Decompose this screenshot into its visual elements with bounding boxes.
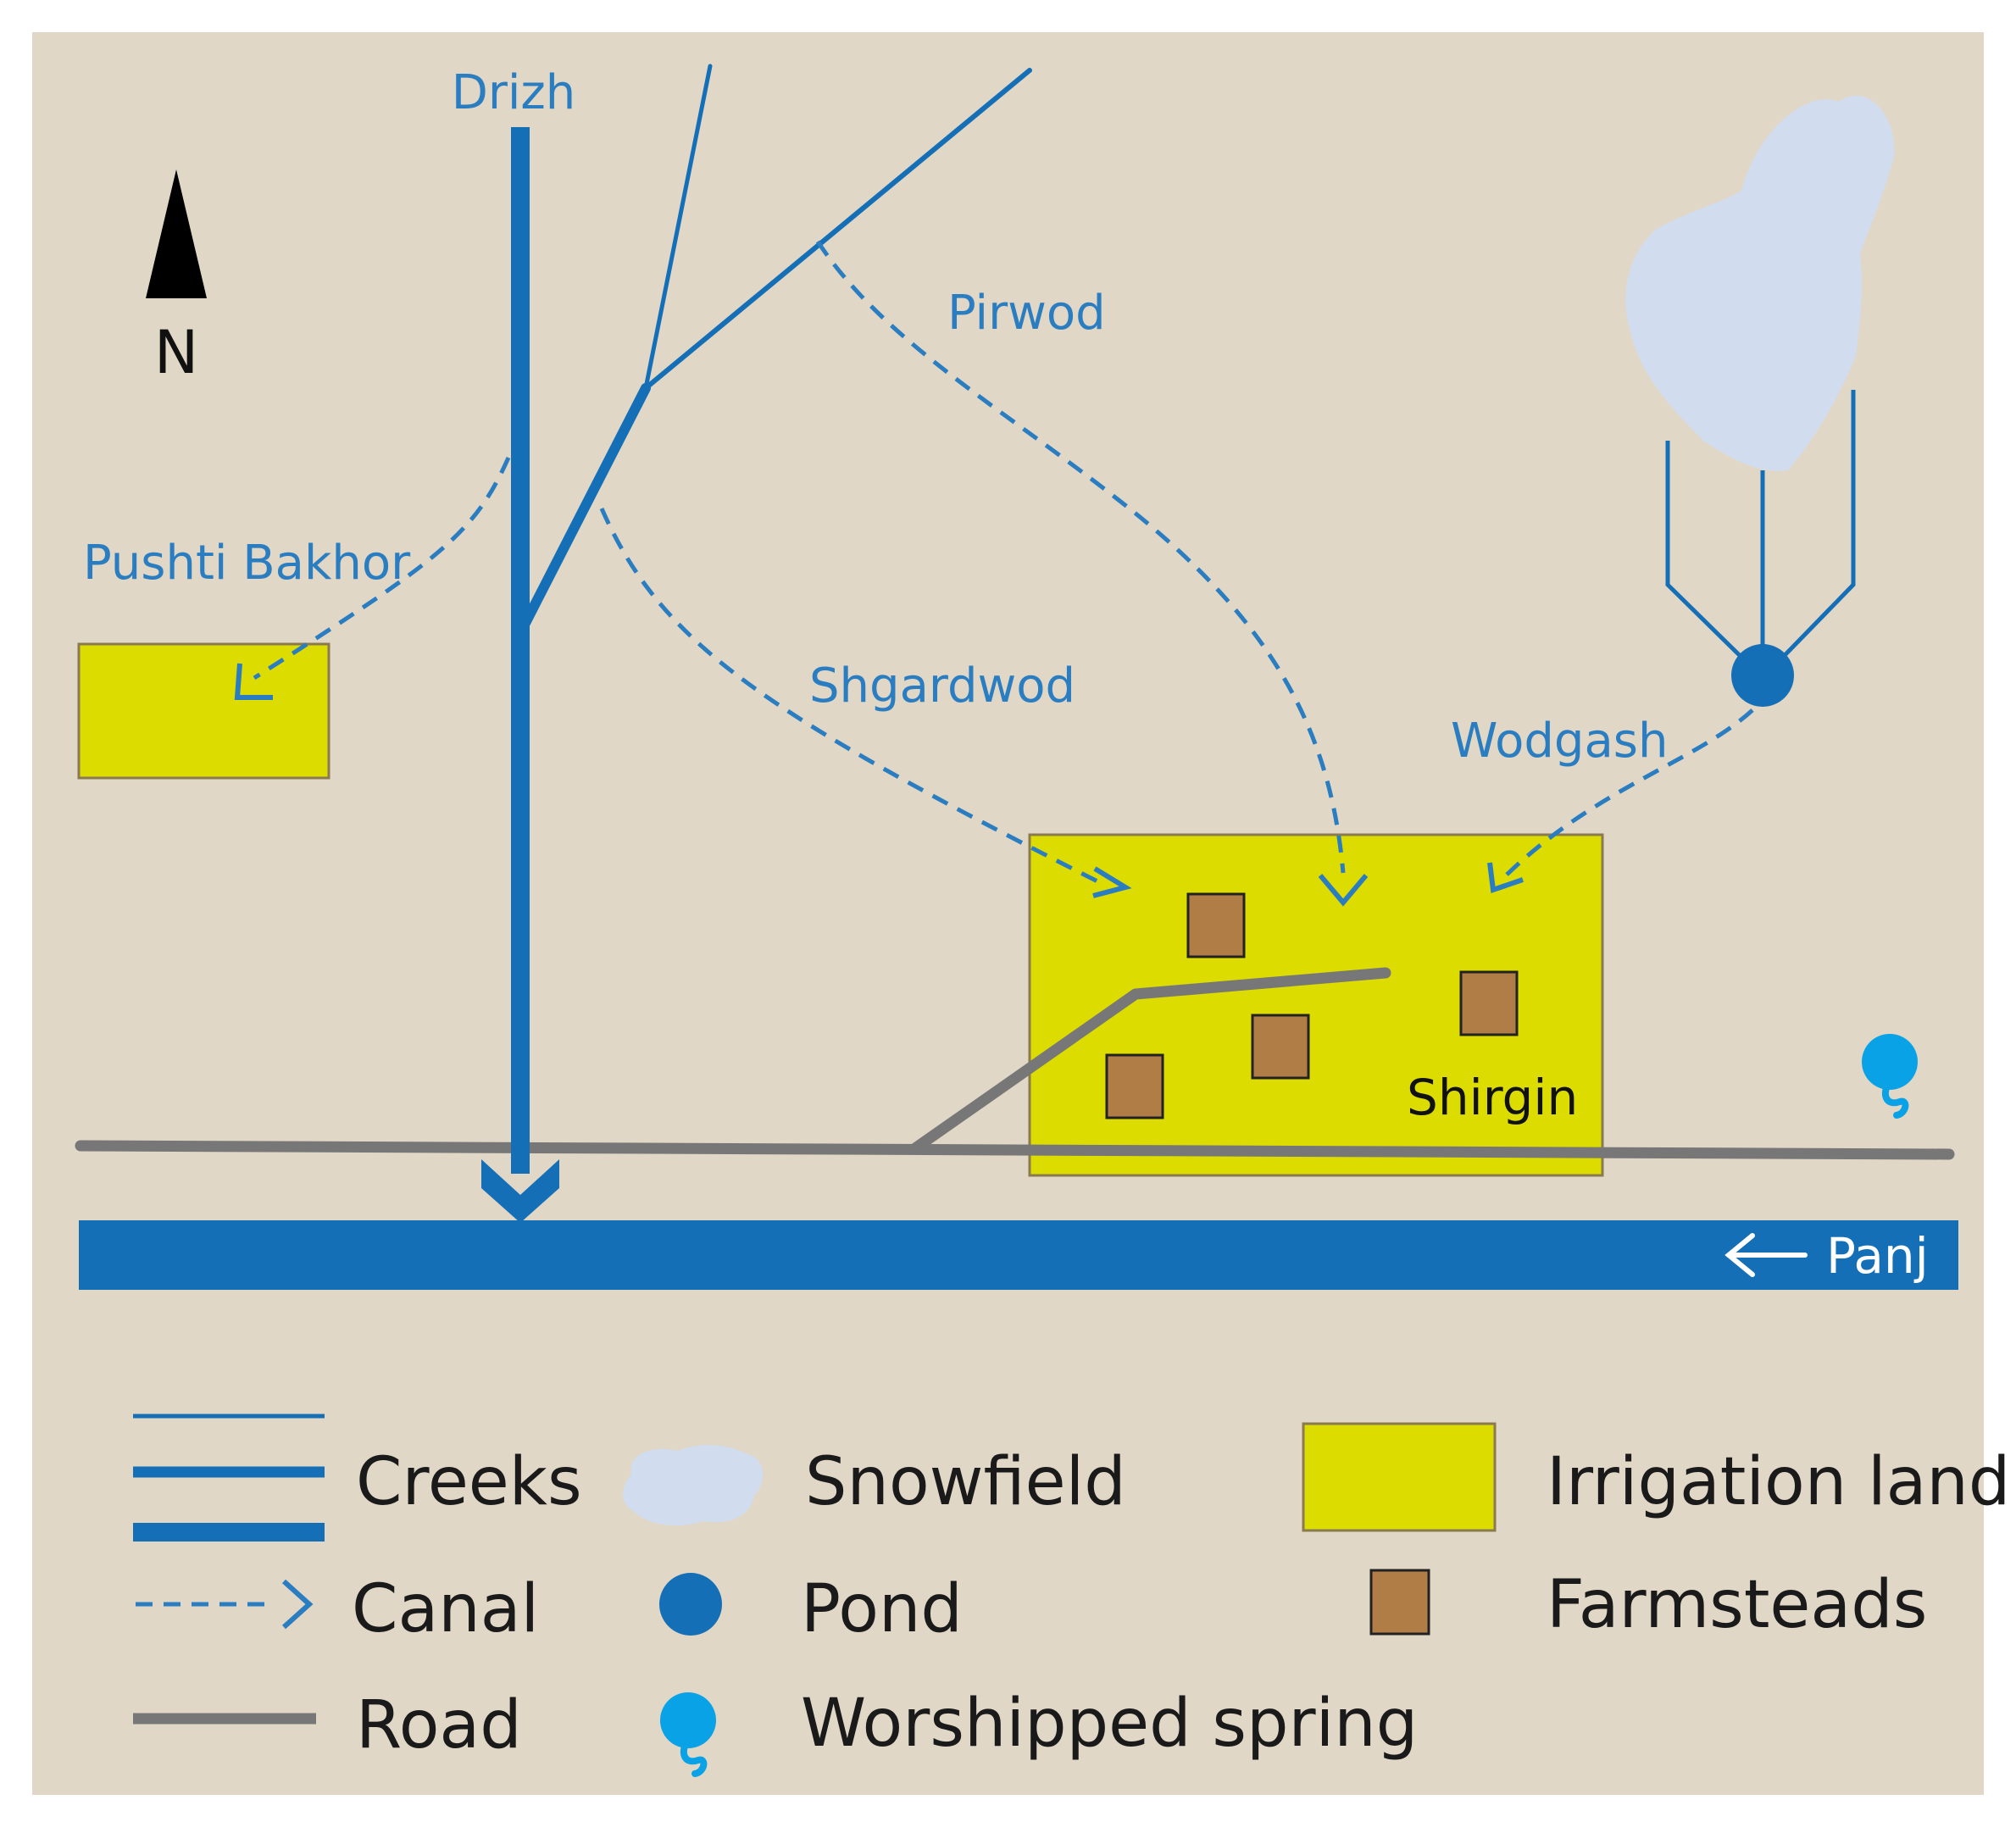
legend-worshipped-spring-icon xyxy=(660,1692,716,1777)
canals xyxy=(253,240,1754,884)
worshipped-spring-icon xyxy=(1862,1034,1918,1119)
roads xyxy=(75,967,1955,1160)
wodgash-label: Wodgash xyxy=(1451,714,1668,769)
legend-irrigation-land-label: Irrigation land xyxy=(1547,1444,2010,1520)
farmsteads xyxy=(1105,892,1519,1119)
village-road xyxy=(909,967,1391,1154)
legend-irrigation-land-symbol xyxy=(1302,1422,1497,1532)
panj-river xyxy=(79,1220,1958,1290)
legend-road-label: Road xyxy=(356,1687,522,1764)
north-label: N xyxy=(154,318,198,387)
farmstead xyxy=(1251,1014,1310,1080)
legend-canal-symbol xyxy=(136,1579,314,1630)
legend-farmsteads-symbol xyxy=(1369,1569,1430,1636)
farmstead xyxy=(1459,970,1519,1036)
chevron-arrow-icon xyxy=(1487,862,1524,894)
chevron-arrow-icon xyxy=(234,663,273,700)
legend-pond-label: Pond xyxy=(801,1571,963,1647)
drizh-creek xyxy=(481,127,559,1223)
drizh-label: Drizh xyxy=(452,65,576,120)
pirwod-label: Pirwod xyxy=(947,286,1106,341)
farmstead xyxy=(1186,892,1246,958)
canal-shgardwod xyxy=(599,507,1099,884)
canal-pushti-bakhor xyxy=(253,456,511,680)
legend-farmsteads-label: Farmsteads xyxy=(1547,1567,1927,1643)
shirgin-label: Shirgin xyxy=(1407,1069,1578,1126)
canal-pirwod xyxy=(815,240,1346,874)
canal-wodgash xyxy=(1498,708,1754,883)
irrigation-land-pushti-bakhor xyxy=(77,642,330,780)
main-road xyxy=(75,1140,1955,1160)
legend-creeks-symbol xyxy=(133,1414,325,1541)
pond xyxy=(1731,644,1794,707)
legend-snowfield-symbol xyxy=(623,1444,764,1526)
chevron-arrow-icon xyxy=(1092,866,1132,898)
pushti-bakhor-label: Pushti Bakhor xyxy=(83,536,411,591)
legend-worshipped-spring-label: Worshipped spring xyxy=(801,1686,1418,1762)
snowfield-creeks xyxy=(1665,390,1856,680)
creek-branches xyxy=(515,64,1032,638)
flow-direction-arrow-icon xyxy=(1724,1233,1808,1277)
farmstead xyxy=(1105,1053,1164,1119)
legend-canal-label: Canal xyxy=(352,1571,539,1647)
legend-pond-symbol xyxy=(659,1573,722,1636)
chevron-arrow-icon xyxy=(1318,874,1369,907)
snowfield xyxy=(1625,95,1895,471)
shgardwod-label: Shgardwod xyxy=(809,658,1075,714)
legend-snowfield-label: Snowfield xyxy=(805,1444,1126,1520)
panj-label: Panj xyxy=(1826,1227,1929,1285)
north-arrow-icon xyxy=(146,169,207,298)
legend-creeks-label: Creeks xyxy=(356,1444,582,1520)
legend: Creeks Canal Road Snowfield Pond Worship… xyxy=(133,1414,2010,1777)
canal-arrowheads xyxy=(234,663,1524,907)
